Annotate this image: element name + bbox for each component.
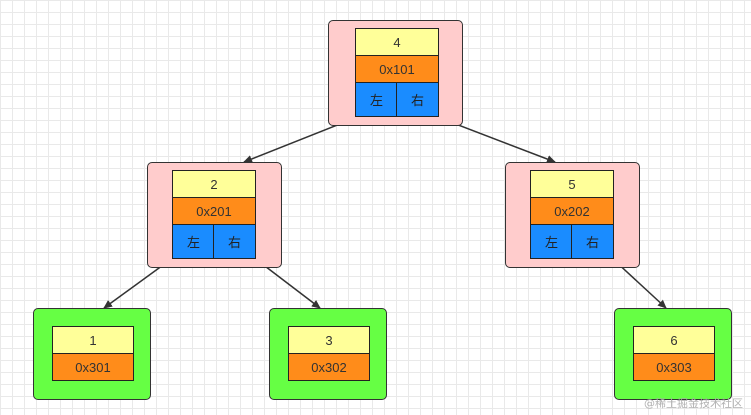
right-pointer: 右 <box>213 224 256 259</box>
node-address: 0x202 <box>530 197 614 225</box>
right-pointer: 右 <box>396 82 439 117</box>
edge-2-to-1 <box>103 259 171 309</box>
node-key: 6 <box>633 326 715 354</box>
left-pointer: 左 <box>530 224 573 259</box>
tree-node-4: 4 0x101 左 右 <box>328 20 463 126</box>
node-address: 0x101 <box>355 55 439 83</box>
node-key: 3 <box>288 326 370 354</box>
node-key: 5 <box>530 170 614 198</box>
tree-leaf-6: 6 0x303 <box>614 308 732 400</box>
tree-node-2: 2 0x201 左 右 <box>147 162 282 268</box>
watermark: @稀土掘金技术社区 <box>644 397 743 410</box>
node-address: 0x302 <box>288 353 370 381</box>
node-address: 0x303 <box>633 353 715 381</box>
tree-leaf-3: 3 0x302 <box>269 308 387 400</box>
edge-2-to-3 <box>256 259 321 309</box>
node-address: 0x301 <box>52 353 134 381</box>
tree-node-5: 5 0x202 左 右 <box>505 162 640 268</box>
right-pointer: 右 <box>571 224 614 259</box>
node-key: 1 <box>52 326 134 354</box>
node-address: 0x201 <box>172 197 256 225</box>
node-key: 4 <box>355 28 439 56</box>
edge-5-to-6 <box>613 259 667 309</box>
left-pointer: 左 <box>172 224 215 259</box>
tree-leaf-1: 1 0x301 <box>33 308 151 400</box>
left-pointer: 左 <box>355 82 398 117</box>
node-key: 2 <box>172 170 256 198</box>
